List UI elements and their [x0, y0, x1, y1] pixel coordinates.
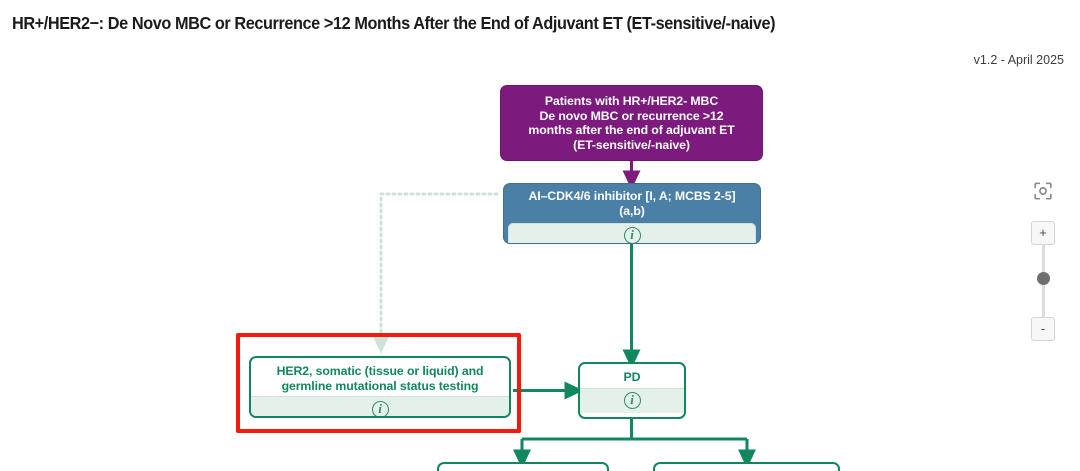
node-ai-cdk46-inhibitor[interactable]: AI–CDK4/6 inhibitor [I, A; MCBS 2-5] (a,…: [503, 183, 761, 244]
node-not-candidate-et-tt-label: Not candidate for ET ± TT: [655, 464, 838, 471]
node-patients-root[interactable]: Patients with HR+/HER2- MBC De novo MBC …: [500, 85, 763, 161]
info-icon[interactable]: i: [371, 400, 389, 416]
page-title: HR+/HER2−: De Novo MBC or Recurrence >12…: [12, 13, 776, 33]
info-icon[interactable]: i: [623, 226, 641, 243]
node-ai-cdk46-info-strip[interactable]: i: [508, 223, 756, 243]
node-patients-root-label: Patients with HR+/HER2- MBC De novo MBC …: [520, 94, 742, 152]
zoom-in-button[interactable]: +: [1031, 221, 1055, 245]
flowchart-canvas[interactable]: Patients with HR+/HER2- MBC De novo MBC …: [0, 76, 1000, 471]
node-her2-testing-info-strip[interactable]: i: [251, 396, 509, 416]
node-candidate-et-tt[interactable]: Candidate for ET ± TT i: [437, 462, 609, 471]
node-line: months after the end of adjuvant ET: [528, 123, 735, 137]
node-line: AI–CDK4/6 inhibitor [I, A; MCBS 2-5]: [528, 189, 736, 203]
version-label: v1.2 - April 2025: [973, 53, 1064, 67]
node-ai-cdk46-label: AI–CDK4/6 inhibitor [I, A; MCBS 2-5] (a,…: [504, 184, 760, 221]
zoom-slider-track[interactable]: [1036, 245, 1050, 317]
node-line: (a,b): [619, 203, 645, 218]
zoom-slider-thumb[interactable]: [1036, 272, 1050, 285]
focus-frame-icon[interactable]: [1031, 179, 1055, 203]
node-pd-info-strip[interactable]: i: [580, 387, 684, 413]
node-line: De novo MBC or recurrence >12: [539, 108, 724, 123]
info-icon[interactable]: i: [623, 392, 641, 409]
node-line: PD: [623, 370, 641, 384]
node-pd[interactable]: PD i: [578, 362, 686, 419]
node-line: Patients with HR+/HER2- MBC: [544, 94, 719, 108]
node-her2-testing-label: HER2, somatic (tissue or liquid) and ger…: [251, 358, 509, 396]
node-candidate-et-tt-label: Candidate for ET ± TT: [439, 464, 607, 471]
view-controls[interactable]: + -: [1028, 179, 1058, 341]
node-line: (ET-sensitive/-naive): [573, 137, 690, 152]
node-not-candidate-et-tt[interactable]: Not candidate for ET ± TT i: [653, 462, 840, 471]
node-line: HER2, somatic (tissue or liquid) and: [276, 364, 484, 378]
node-her2-testing[interactable]: HER2, somatic (tissue or liquid) and ger…: [249, 356, 511, 418]
node-pd-label: PD: [580, 364, 684, 388]
zoom-out-button[interactable]: -: [1031, 317, 1055, 341]
node-line: germline mutational status testing: [281, 378, 479, 393]
